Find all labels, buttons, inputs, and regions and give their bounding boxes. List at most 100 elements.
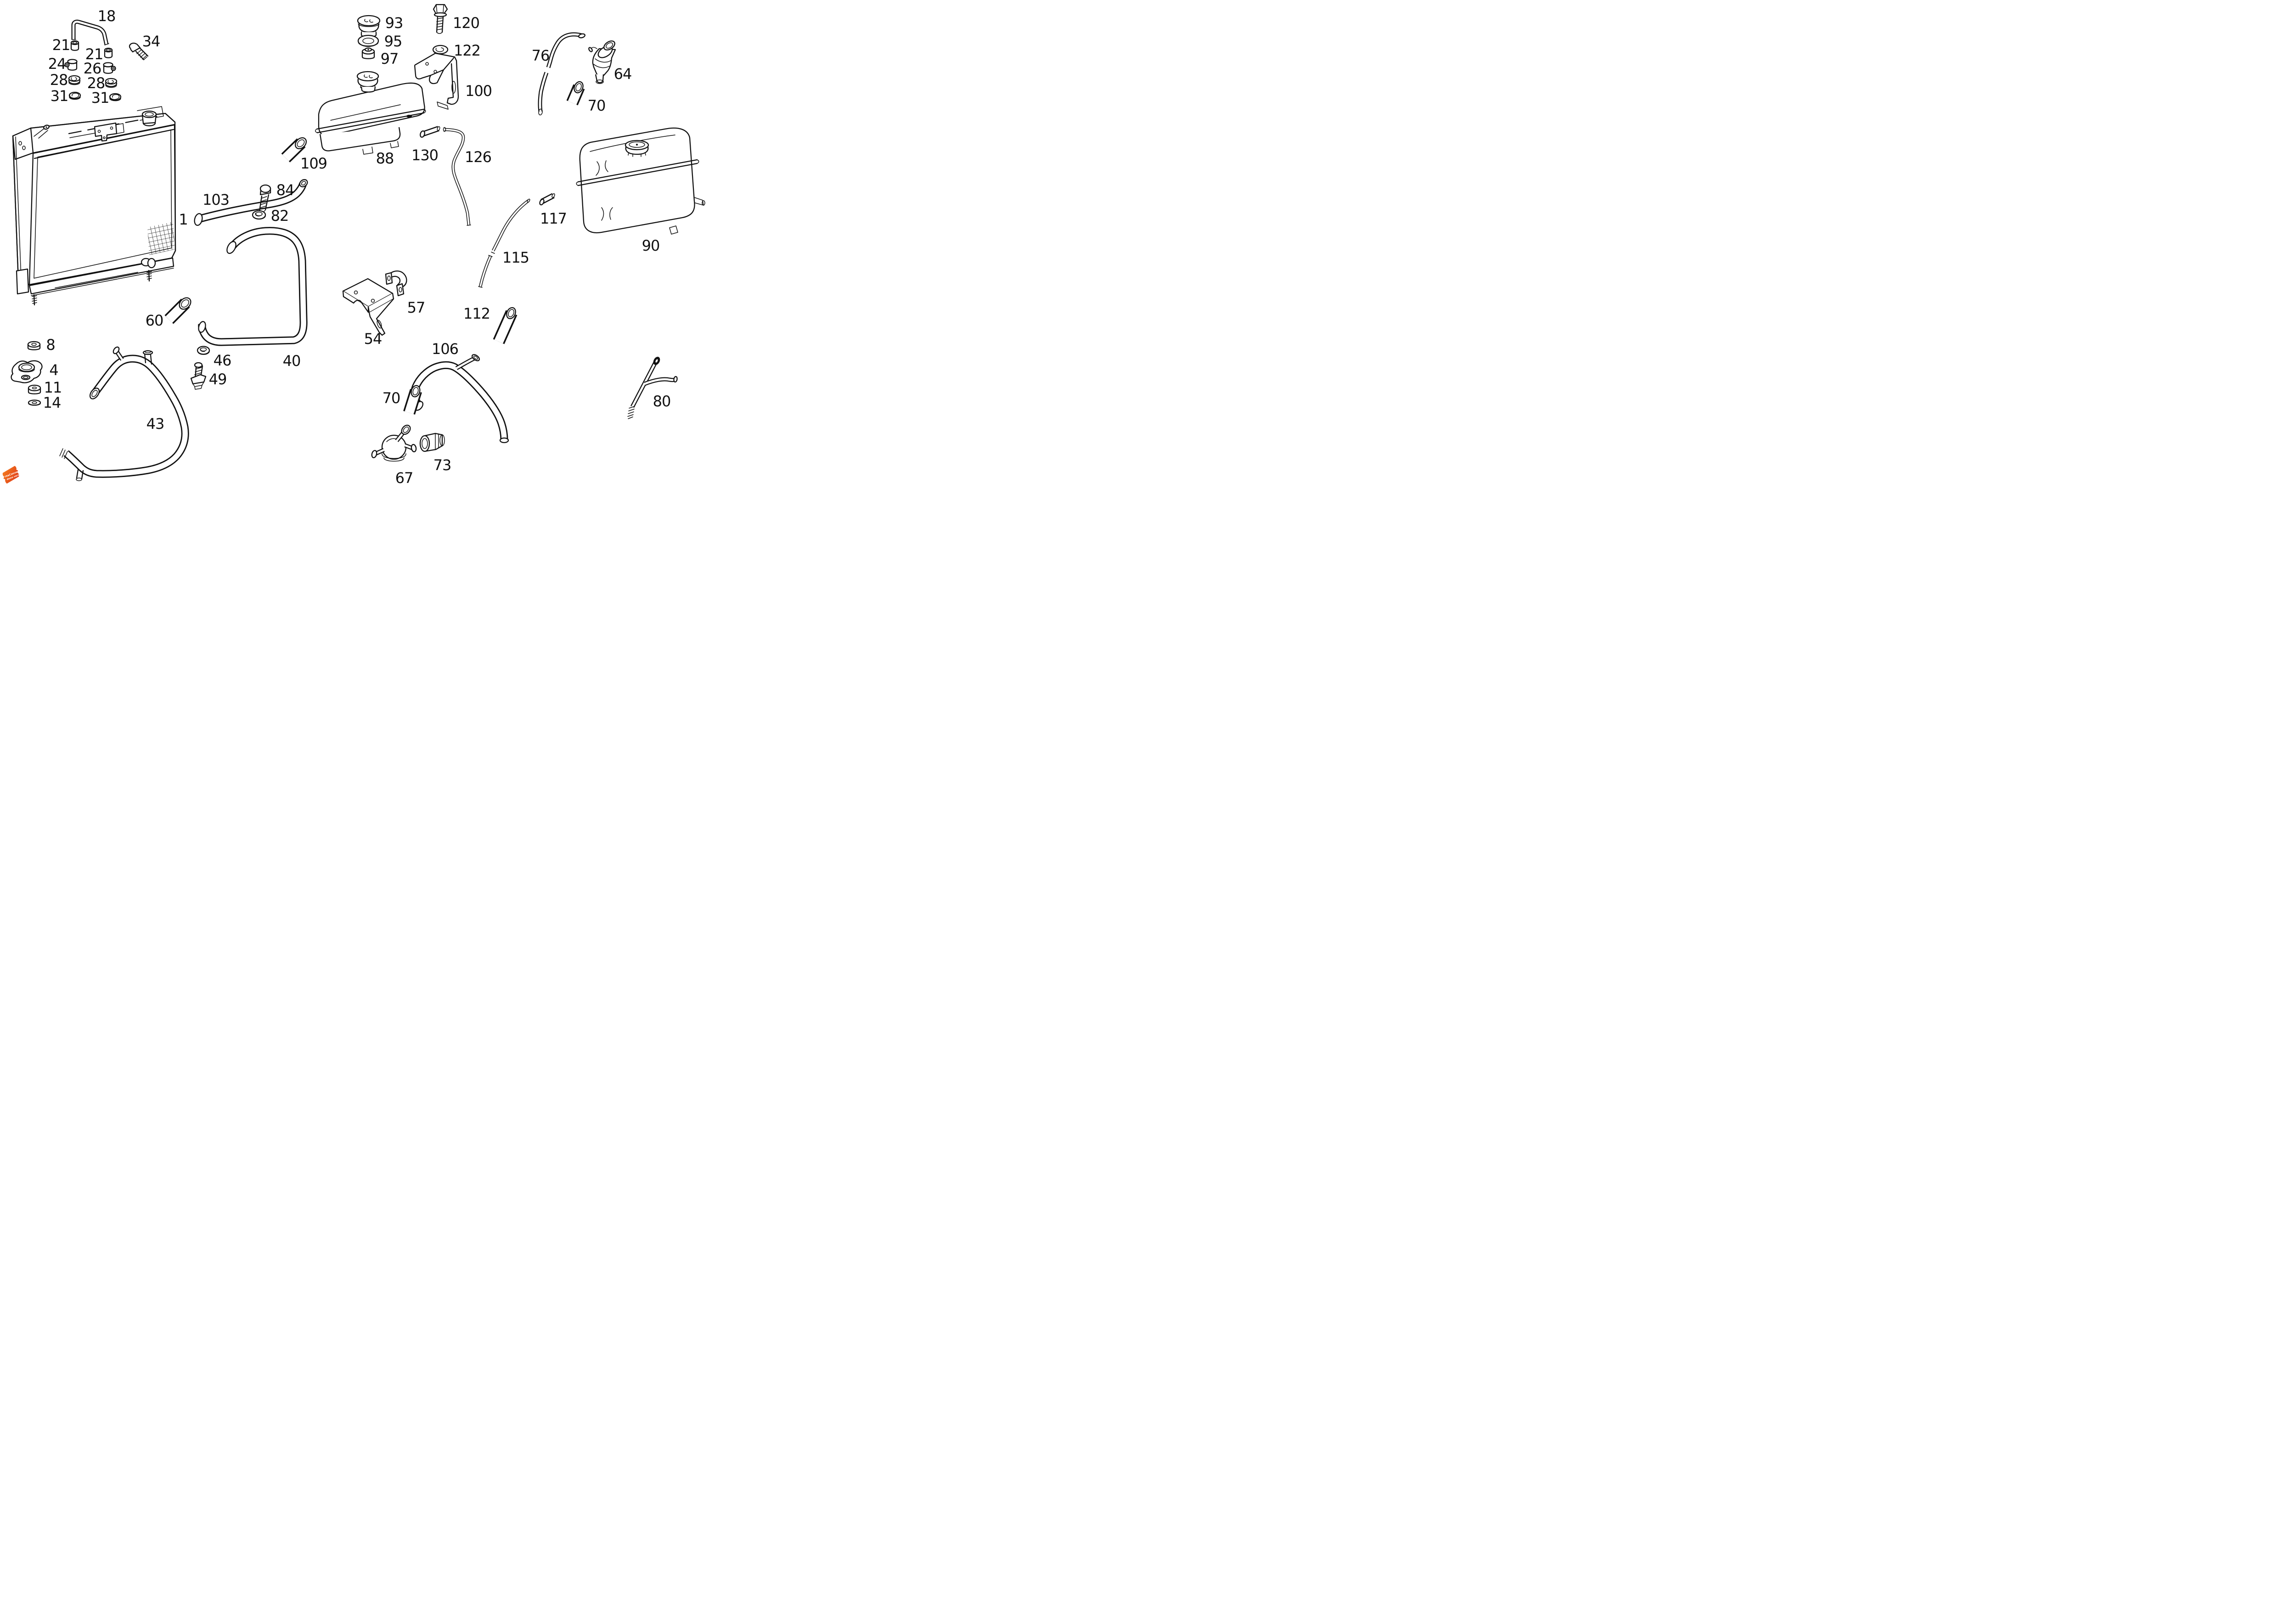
bolt-49-line: [190, 374, 207, 385]
pipe-126-line: [444, 129, 470, 225]
part-label-112-40: 112: [463, 305, 490, 322]
sleeve-70-top: [566, 81, 585, 106]
radiator-assembly-line: [146, 271, 152, 280]
thermostat-67-line: [382, 453, 406, 462]
hose-43-line: [76, 469, 84, 480]
radiator-assembly-line: [147, 222, 175, 255]
clamp-57-line: [399, 287, 402, 292]
pipe-115-line: [492, 200, 529, 251]
radiator-assembly-line: [115, 123, 124, 134]
radiator-assembly-line: [28, 124, 176, 286]
part-label-40-15: 40: [283, 352, 301, 370]
hose-43-line: [64, 356, 188, 477]
grommet-28-left-line: [71, 77, 77, 81]
hose-43-line: [144, 353, 152, 365]
radiator-assembly-line: [94, 122, 118, 142]
pipe-126: [443, 127, 471, 226]
part-label-4-2: 4: [49, 361, 58, 379]
hose-43-line: [113, 346, 120, 354]
part-label-88-31: 88: [376, 150, 394, 167]
part-label-1-0: 1: [179, 211, 187, 228]
part-label-122-44: 122: [454, 42, 480, 59]
hose-40-line: [198, 321, 206, 333]
hose-40-line: [198, 227, 308, 346]
radiator-assembly: [12, 106, 176, 306]
washer-11: [28, 384, 41, 394]
bracket-54-line: [377, 320, 382, 329]
part-label-28-10: 28: [50, 71, 68, 89]
radiator-assembly-line: [34, 128, 48, 139]
bolt-120-line: [436, 17, 443, 30]
hose-106-line: [456, 357, 475, 369]
reserve-tank-90-line: [636, 144, 638, 146]
bolt-49-line: [192, 382, 204, 387]
bracket-4: [11, 360, 43, 383]
part-label-21-6: 21: [52, 36, 70, 54]
hose-43-line: [145, 350, 151, 354]
pipe-80-line: [631, 361, 657, 408]
radiator-assembly-line: [45, 126, 47, 128]
pipe-130-line: [420, 130, 425, 138]
valve-64-line: [595, 74, 604, 84]
hose-106-line: [473, 355, 478, 360]
lock-ring-31-left-line: [69, 97, 81, 100]
bolt-34-line: [136, 50, 147, 60]
pipe-115: [478, 198, 530, 288]
radiator-assembly-line: [97, 129, 101, 133]
hose-76-line: [578, 33, 585, 39]
expansion-tank-88-line: [315, 109, 426, 133]
radiator-assembly-line: [30, 112, 176, 129]
bolt-120: [433, 4, 448, 34]
fitting-73-line: [422, 438, 428, 449]
bushing-21-left: [70, 40, 79, 51]
bracket-100: [414, 52, 459, 110]
part-label-34-14: 34: [142, 33, 160, 50]
part-label-100-36: 100: [465, 82, 492, 100]
bolt-120-line: [433, 12, 447, 17]
cap-93-line: [364, 19, 373, 23]
hose-43-line: [59, 448, 68, 459]
bracket-100-line: [425, 62, 429, 66]
expansion-tank-88: [315, 71, 426, 155]
part-label-11-3: 11: [44, 379, 62, 396]
part-label-26-9: 26: [84, 60, 101, 77]
part-label-109-39: 109: [300, 155, 327, 172]
clamp-26-line: [112, 67, 115, 70]
part-label-31-12: 31: [51, 87, 68, 105]
bolt-84-line: [259, 196, 267, 208]
bracket-54: [342, 278, 394, 336]
seal-95-line: [362, 38, 374, 44]
part-label-14-4: 14: [43, 394, 61, 411]
bracket-100-line: [451, 81, 456, 94]
part-label-8-1: 8: [46, 336, 55, 354]
part-label-24-8: 24: [48, 55, 66, 73]
bracket-100-line: [414, 52, 456, 84]
bolt-49: [190, 362, 207, 390]
bracket-100-line: [437, 101, 449, 110]
bolt-34-line: [130, 44, 141, 53]
grommet-28-left: [68, 75, 81, 85]
bracket-100-line: [414, 65, 431, 79]
part-label-106-38: 106: [432, 340, 458, 358]
clamp-57-line: [396, 283, 405, 297]
clamp-24: [64, 59, 78, 71]
expansion-tank-88-line: [319, 127, 401, 152]
lock-ring-31-right: [109, 93, 122, 101]
sleeve-112: [493, 307, 518, 344]
watermark-tag-shape: [2, 466, 19, 484]
radiator-mount-parts: [11, 341, 43, 406]
part-label-70-24: 70: [588, 97, 606, 114]
hose-76: [538, 32, 585, 116]
bolt-34-line: [135, 47, 149, 61]
pipe-130: [420, 126, 440, 138]
tube-117-line: [551, 193, 555, 198]
washer-46: [197, 346, 210, 355]
hose-43-line: [76, 478, 82, 481]
cap-93-line: [357, 15, 381, 27]
part-label-28-11: 28: [87, 74, 105, 92]
clamp-57: [385, 270, 407, 297]
fitting-73-line: [435, 433, 439, 449]
clamp-24-line: [64, 62, 70, 67]
bolt-84-line: [259, 184, 271, 193]
